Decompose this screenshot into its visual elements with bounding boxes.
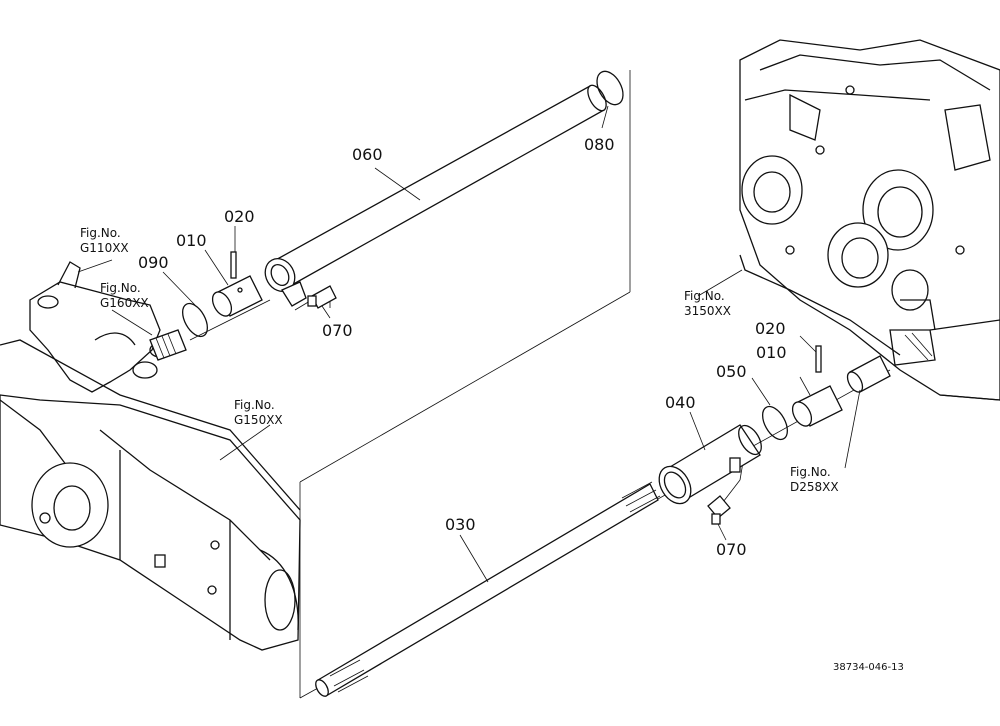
plug-070-bottom[interactable] (707, 495, 731, 525)
o-ring-090[interactable] (178, 299, 213, 340)
tube-060[interactable] (260, 82, 610, 307)
part-label-050: 050 (716, 362, 747, 381)
figref-3150-line1: Fig.No. (684, 289, 725, 303)
part-label-090: 090 (138, 253, 169, 272)
figref-g110-line2: G110XX (80, 241, 129, 255)
figref-g150-line2: G150XX (234, 413, 283, 427)
part-label-060: 060 (352, 145, 383, 164)
part-label-070-bottom: 070 (716, 540, 747, 559)
bushing-010-top[interactable] (209, 275, 263, 319)
part-label-010-right: 010 (756, 343, 787, 362)
figref-d258-line2: D258XX (790, 480, 839, 494)
figref-d258-line1: Fig.No. (790, 465, 831, 479)
part-label-030: 030 (445, 515, 476, 534)
drawing-code: 38734-046-13 (833, 662, 904, 673)
o-ring-080[interactable] (592, 67, 629, 109)
bushing-010-right[interactable] (789, 385, 843, 429)
figref-g160-line1: Fig.No. (100, 281, 141, 295)
part-label-070-top: 070 (322, 321, 353, 340)
figref-g110-line1: Fig.No. (80, 226, 121, 240)
part-label-080: 080 (584, 135, 615, 154)
figref-3150-line2: 3150XX (684, 304, 731, 318)
figref-g160-line2: G160XX (100, 296, 149, 310)
part-label-020-right: 020 (755, 319, 786, 338)
front-axle-housing (0, 261, 301, 651)
plug-070-top[interactable] (307, 285, 337, 309)
part-label-040: 040 (665, 393, 696, 412)
transmission-gear-case (739, 39, 1000, 401)
pin-020-right[interactable] (815, 345, 822, 373)
leader-lines (77, 105, 861, 583)
o-ring-050[interactable] (758, 402, 793, 443)
part-label-010-top: 010 (176, 231, 207, 250)
coupling-040[interactable] (653, 422, 766, 510)
figref-g150-line1: Fig.No. (234, 398, 275, 412)
spline-sleeve-d258[interactable] (844, 355, 891, 395)
pin-020-top[interactable] (230, 251, 237, 279)
shaft-030[interactable] (313, 481, 661, 698)
part-label-020-top: 020 (224, 207, 255, 226)
